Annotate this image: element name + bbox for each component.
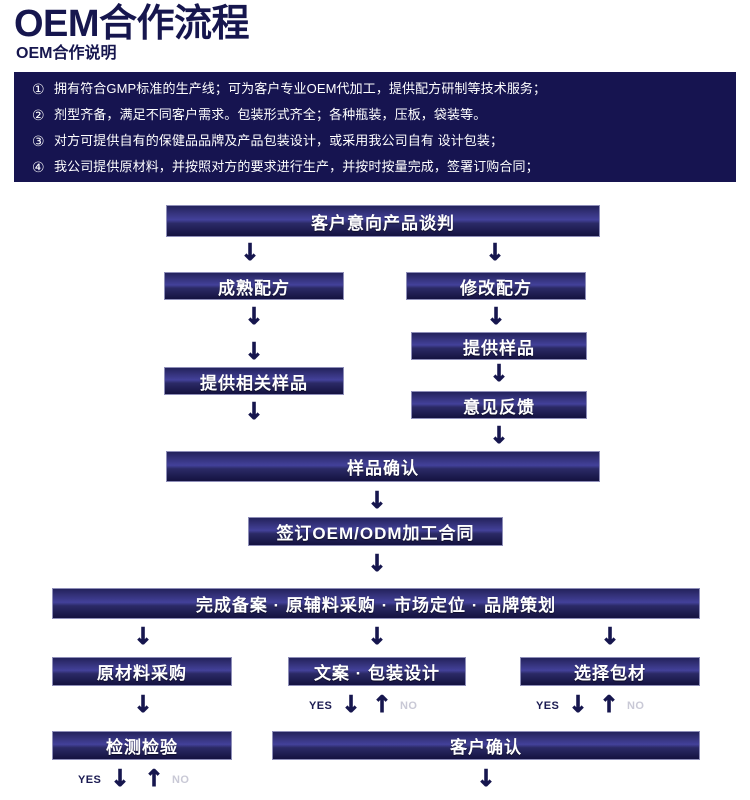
note-item-2: ② 剂型齐备，满足不同客户需求。包装形式齐全；各种瓶装，压板，袋装等。 — [32, 104, 486, 126]
arrow-down-icon: ↓ — [240, 240, 260, 266]
box-customer-intent[interactable]: 客户意向产品谈判 — [166, 205, 600, 237]
decision-label-yes: YES — [309, 700, 333, 712]
arrow-down-icon: ↓ — [133, 624, 153, 650]
page-subtitle: OEM合作说明 — [16, 45, 117, 62]
note-number-icon: ② — [32, 107, 45, 123]
box-customer-confirm[interactable]: 客户确认 — [272, 731, 700, 760]
arrow-down-icon: ↓ — [367, 551, 387, 577]
box-sample-confirm[interactable]: 样品确认 — [166, 451, 600, 482]
note-number-icon: ③ — [32, 133, 45, 149]
note-number-icon: ④ — [32, 159, 45, 175]
box-modify-formula[interactable]: 修改配方 — [406, 272, 586, 300]
note-text: 对方可提供自有的保健品品牌及产品包装设计，或采用我公司自有 设计包装； — [54, 133, 504, 148]
box-raw-material[interactable]: 原材料采购 — [52, 657, 232, 686]
note-item-1: ① 拥有符合GMP标准的生产线；可为客户专业OEM代加工，提供配方研制等技术服务… — [32, 78, 546, 100]
page-title: OEM合作流程 — [14, 3, 250, 45]
flowchart: 客户意向产品谈判 ↓ ↓ 成熟配方 修改配方 ↓ ↓ 提供样品 ↓ ↓ 提供相关… — [0, 186, 750, 800]
decision-label-no: NO — [627, 700, 645, 712]
note-item-3: ③ 对方可提供自有的保健品品牌及产品包装设计，或采用我公司自有 设计包装； — [32, 130, 503, 152]
box-copy-package[interactable]: 文案 · 包装设计 — [288, 657, 466, 686]
box-provide-related-sample[interactable]: 提供相关样品 — [164, 367, 344, 395]
arrow-down-icon: ↓ — [244, 304, 264, 330]
box-inspection[interactable]: 检测检验 — [52, 731, 232, 760]
arrow-down-icon: ↓ — [489, 361, 509, 387]
note-item-4: ④ 我公司提供原材料，并按照对方的要求进行生产，并按时按量完成，签署订购合同； — [32, 156, 539, 178]
decision-label-yes: YES — [536, 700, 560, 712]
arrow-up-icon: ↑ — [372, 692, 392, 718]
arrow-down-icon: ↓ — [110, 766, 130, 792]
arrow-up-icon: ↑ — [599, 692, 619, 718]
arrow-down-icon: ↓ — [568, 692, 588, 718]
box-provide-sample[interactable]: 提供样品 — [411, 332, 587, 360]
decision-label-no: NO — [172, 774, 190, 786]
note-text: 拥有符合GMP标准的生产线；可为客户专业OEM代加工，提供配方研制等技术服务； — [54, 81, 547, 96]
box-mature-formula[interactable]: 成熟配方 — [164, 272, 344, 300]
arrow-down-icon: ↓ — [244, 339, 264, 365]
arrow-down-icon: ↓ — [244, 399, 264, 425]
box-feedback[interactable]: 意见反馈 — [411, 391, 587, 419]
arrow-down-icon: ↓ — [476, 766, 496, 792]
note-number-icon: ① — [32, 81, 45, 97]
arrow-down-icon: ↓ — [341, 692, 361, 718]
decision-label-yes: YES — [78, 774, 102, 786]
arrow-down-icon: ↓ — [367, 624, 387, 650]
arrow-down-icon: ↓ — [367, 488, 387, 514]
arrow-down-icon: ↓ — [485, 240, 505, 266]
arrow-down-icon: ↓ — [600, 624, 620, 650]
note-text: 我公司提供原材料，并按照对方的要求进行生产，并按时按量完成，签署订购合同； — [54, 159, 539, 174]
notes-band: ① 拥有符合GMP标准的生产线；可为客户专业OEM代加工，提供配方研制等技术服务… — [14, 72, 736, 182]
arrow-up-icon: ↑ — [144, 766, 164, 792]
box-sign-contract[interactable]: 签订OEM/ODM加工合同 — [248, 517, 503, 546]
note-text: 剂型齐备，满足不同客户需求。包装形式齐全；各种瓶装，压板，袋装等。 — [54, 107, 487, 122]
decision-label-no: NO — [400, 700, 418, 712]
arrow-down-icon: ↓ — [133, 692, 153, 718]
arrow-down-icon: ↓ — [486, 304, 506, 330]
box-select-packaging[interactable]: 选择包材 — [520, 657, 700, 686]
box-record-procurement[interactable]: 完成备案 · 原辅料采购 · 市场定位 · 品牌策划 — [52, 588, 700, 619]
arrow-down-icon: ↓ — [489, 423, 509, 449]
